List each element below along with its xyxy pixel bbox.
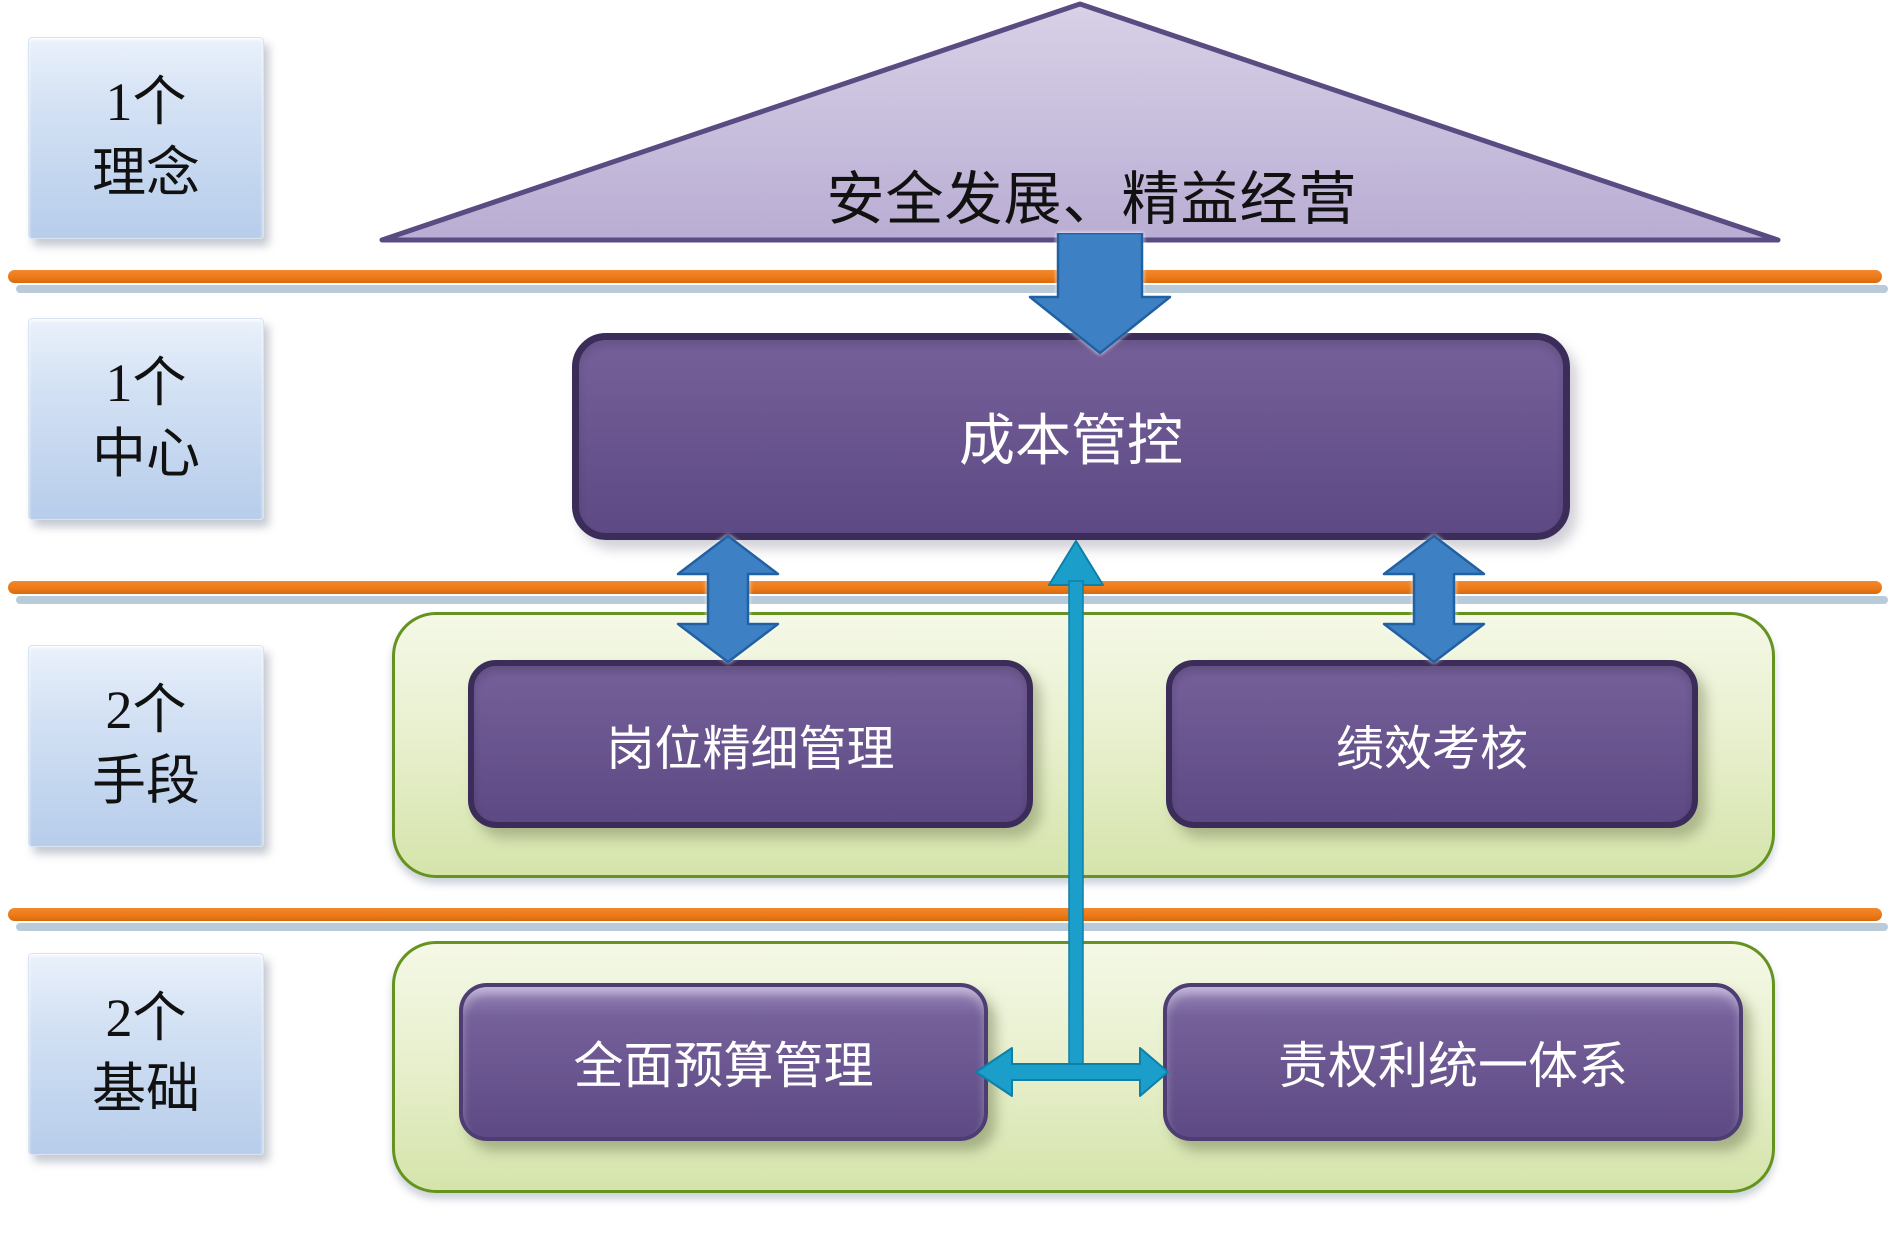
performance-appraisal-label: 绩效考核 (1335, 723, 1528, 776)
side-label-line: 中心 (92, 424, 200, 484)
side-label-concept: 1个 理念 (28, 37, 264, 239)
post-fine-management-label: 岗位精细管理 (606, 723, 895, 776)
side-label-line: 2个 (105, 679, 187, 740)
side-label-foundation: 2个 基础 (28, 953, 264, 1155)
side-label-line: 手段 (92, 751, 200, 811)
divider-line-1 (8, 270, 1888, 293)
side-label-center: 1个 中心 (28, 318, 264, 520)
side-label-line: 基础 (92, 1059, 200, 1119)
side-label-means: 2个 手段 (28, 645, 264, 847)
cross-connector-arrow-icon (975, 540, 1169, 1097)
side-label-line: 1个 (105, 352, 187, 413)
down-arrow-icon (1028, 233, 1172, 355)
foundations-panel: 全面预算管理 责权利统一体系 (392, 941, 1775, 1193)
pyramid-slogan: 安全发展、精益经营 (826, 167, 1358, 232)
responsibility-system-label: 责权利统一体系 (1278, 1038, 1628, 1094)
side-label-line: 2个 (105, 987, 187, 1048)
cost-control-label: 成本管控 (959, 411, 1183, 473)
responsibility-system-box: 责权利统一体系 (1163, 983, 1743, 1141)
budget-management-box: 全面预算管理 (459, 983, 988, 1141)
up-down-arrow-icon (1382, 534, 1486, 664)
side-label-line: 理念 (92, 143, 200, 203)
divider-line-3 (8, 908, 1888, 931)
post-fine-management-box: 岗位精细管理 (468, 660, 1033, 828)
side-label-line: 1个 (105, 71, 187, 132)
performance-appraisal-box: 绩效考核 (1166, 660, 1698, 828)
up-down-arrow-icon (676, 534, 780, 664)
budget-management-label: 全面预算管理 (573, 1038, 874, 1094)
divider-line-2 (8, 581, 1888, 604)
cost-control-box: 成本管控 (572, 333, 1570, 540)
